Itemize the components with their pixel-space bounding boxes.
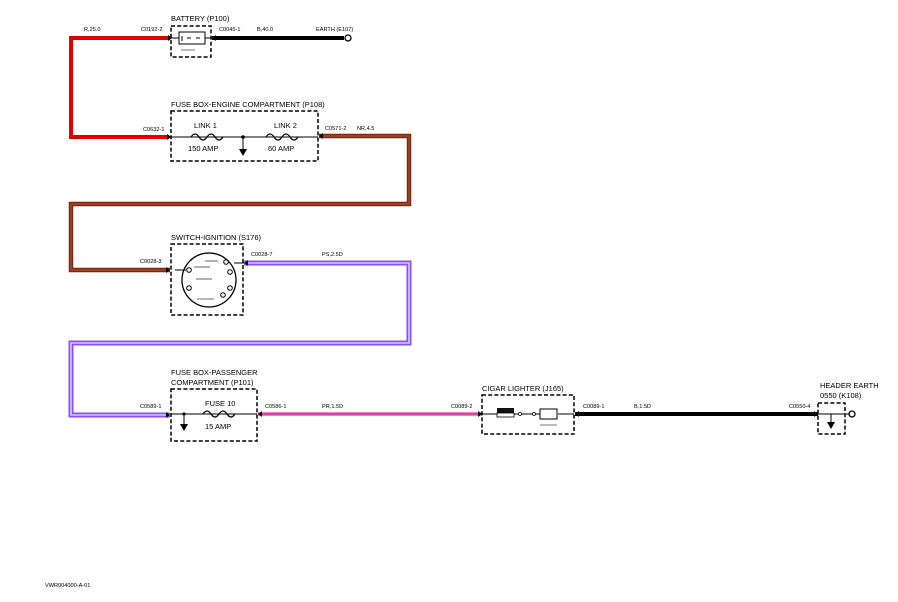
- diagram-code: VWR004000-A-01: [45, 583, 90, 589]
- wire-pink-label: PR,1.5D: [322, 404, 343, 410]
- cigar-label: CIGAR LIGHTER (J165): [482, 384, 564, 393]
- wire-black1-label: B,40.0: [257, 27, 273, 33]
- link2-rating: 60 AMP: [268, 144, 294, 153]
- connector-c0632-1: C0632-1: [143, 127, 164, 133]
- earth-e107-terminal: [344, 34, 352, 42]
- ground-arrow-icon: [180, 424, 188, 431]
- connector-c0192-2: C0192-2: [141, 27, 162, 33]
- wire-purple-label: PS,2.5D: [322, 252, 343, 258]
- fuse10-label: FUSE 10: [205, 399, 235, 408]
- connector-c0045-1: C0045-1: [219, 27, 240, 33]
- wire-brown: [68, 133, 412, 273]
- battery-label: BATTERY (P100): [171, 14, 230, 23]
- connector-c0550-4: C0550-4: [789, 404, 810, 410]
- connector-c0028-7: C0028-7: [251, 252, 272, 258]
- wire-red: [69, 36, 170, 139]
- wire-black2-label: B,1.5D: [634, 404, 651, 410]
- ground-arrow-icon: [239, 149, 247, 156]
- connector-c0089-2: C0089-2: [451, 404, 472, 410]
- ignition-box: [170, 243, 244, 316]
- ignition-switch-icon: [175, 252, 244, 308]
- earth-e107-label: EARTH (E107): [316, 27, 353, 33]
- battery-box: [170, 25, 212, 58]
- header-earth-label-1: HEADER EARTH: [820, 381, 879, 390]
- link2-label: LINK 2: [274, 121, 297, 130]
- fusebox-pass-label-2: COMPARTMENT (P101): [171, 378, 254, 387]
- header-earth-box: [817, 402, 846, 435]
- link1-rating: 150 AMP: [188, 144, 218, 153]
- header-earth-terminal: [848, 410, 856, 418]
- fuse10-icon: [202, 410, 236, 418]
- link1-label: LINK 1: [194, 121, 217, 130]
- connector-c0586-1: C0586-1: [265, 404, 286, 410]
- connector-c0028-3: C0028-3: [140, 259, 161, 265]
- connector-c0089-1: C0089-1: [583, 404, 604, 410]
- wire-purple: [68, 260, 412, 418]
- link1-fuse-icon: [190, 133, 224, 141]
- fusebox-engine-box: [170, 110, 319, 162]
- fusebox-pass-box: [170, 388, 258, 442]
- header-earth-label-2: 0550 (K108): [820, 391, 862, 400]
- ground-arrow-icon: [827, 422, 835, 429]
- cigar-lighter-icon: [482, 408, 574, 426]
- fuse10-rating: 15 AMP: [205, 422, 231, 431]
- link2-fuse-icon: [265, 133, 299, 141]
- connector-c0589-1: C0589-1: [140, 404, 161, 410]
- wire-brown-label: NR,4.5: [357, 126, 374, 132]
- fusebox-engine-label: FUSE BOX-ENGINE COMPARTMENT (P108): [171, 100, 325, 109]
- ignition-label: SWITCH-IGNITION (S176): [171, 233, 262, 242]
- fusebox-pass-label-1: FUSE BOX-PASSENGER: [171, 368, 258, 377]
- wire-red-label: R,25.0: [84, 27, 100, 33]
- connector-c0571-2: C0571-2: [325, 126, 346, 132]
